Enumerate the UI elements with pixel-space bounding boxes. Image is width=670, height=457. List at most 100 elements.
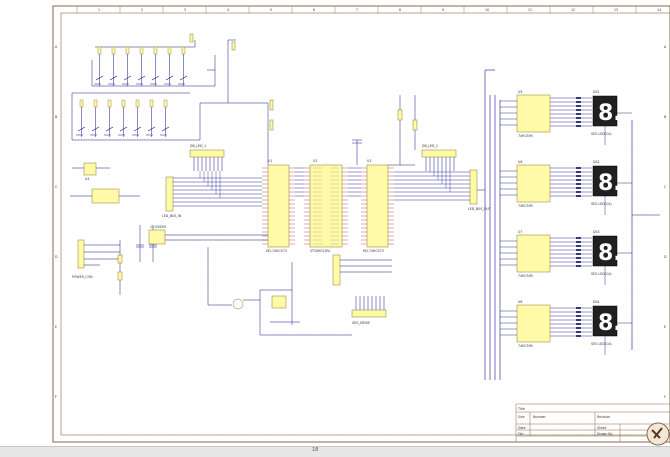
crystal: 11.0592M [148,225,268,245]
transistor-buzzer [207,247,352,336]
switch-contact [109,75,118,81]
pullup-resistor [97,46,102,55]
ruler-letter: F [55,395,57,399]
small-ic-label: U4 [85,177,89,181]
status-bar: 18 [0,446,670,457]
ruler-number: 7 [356,8,358,12]
series-resistor [576,117,581,119]
series-resistor [576,187,581,189]
switch-contact [165,75,174,81]
display-name: SEG LED(CA) [591,202,612,206]
series-resistor [576,257,581,259]
ic-right: U3 HD-74HC573 [363,159,389,253]
driver-ic [516,94,551,133]
ic-left: U1 HD-74HC573 [266,159,290,253]
series-resistor [576,265,581,267]
pullup-resistor [149,99,154,108]
seven-seg-digit: 8. [598,311,622,336]
ruler-number: 14 [657,8,661,12]
series-resistor [576,191,581,193]
header-bottom: SEG_DRIVE [351,296,387,325]
pullup-resistor [107,99,112,108]
crystal-label: 11.0592M [150,225,166,229]
driver-ic [516,164,551,203]
seven-seg-display [592,305,618,337]
corner-logo-icon [646,422,670,446]
header-top-right: DB_LED_2 [421,144,457,171]
ruler-letter: C [664,185,667,189]
mcu-name: STC89C52RC [310,249,331,253]
ruler-number: 2 [141,8,143,12]
ruler-number: 1 [98,8,100,12]
series-resistor [576,307,581,309]
mcu-ref: U2 [313,159,317,163]
ic-left-name: HD-74HC573 [266,249,287,253]
pullup-resistor [125,46,130,55]
header-mid-right-label: LED_BUS_OUT [468,207,491,211]
series-resistor [576,241,581,243]
series-resistor [576,195,581,197]
header-top-right-label: DB_LED_2 [422,144,438,148]
switch-contact [95,75,104,81]
ruler-number: 6 [313,8,315,12]
ruler-number: 9 [442,8,444,12]
switch-contact [137,75,146,81]
driver-ref: U7 [518,230,522,234]
display-ref: DS4 [593,300,600,304]
series-resistor [576,113,581,115]
header-mid-left-label: LED_BUS_IN [162,214,182,218]
ruler-letter: E [55,325,57,329]
upper-mid-parts [352,95,418,166]
switch-contact [161,126,170,132]
ruler-letter: B [664,115,666,119]
ic-left-ref: U1 [268,159,272,163]
series-resistor [576,261,581,263]
seven-seg-digit: 8. [598,101,622,126]
title-block [515,403,670,443]
display-ref: DS2 [593,160,600,164]
ruler-number: 5 [270,8,272,12]
seven-seg-display [592,165,618,197]
series-resistor [576,179,581,181]
switch-contact [147,126,156,132]
pullup-resistor [167,46,172,55]
display-name: SEG LED(CA) [591,272,612,276]
switch-contact [151,75,160,81]
series-resistor [576,101,581,103]
driver-ic [516,304,551,343]
ruler-letter: D [55,255,58,259]
switch-contact [105,126,114,132]
title-block-file-label: File [518,432,523,436]
switch-matrix-top [91,39,236,103]
series-resistor [576,171,581,173]
title-block-title-label: Title [517,407,525,411]
display-name: SEG LED(CA) [591,132,612,136]
ic-right-name: HD-74HC573 [363,249,384,253]
pullup-resistor [135,99,140,108]
driver-name: 74HC595 [518,134,533,138]
title-block-size-label: Size [518,415,525,419]
switch-row-2 [76,99,170,137]
ruler-number: 3 [184,8,186,12]
title-block-sheet-label: Sheet [597,426,607,430]
sheet-inner-border [60,12,670,436]
header-top-left: DB_LED_1 [189,144,225,171]
ruler-number: 8 [399,8,401,12]
ruler-letter: A [55,45,58,49]
pullup-resistor [153,46,158,55]
small-ic-isp: U4 [72,162,110,181]
display-ref: DS3 [593,230,600,234]
series-resistor [576,175,581,177]
bus-wires [173,167,485,207]
series-resistor [576,331,581,333]
pullup-resistor [139,46,144,55]
ruler-letter: E [664,325,666,329]
series-resistor [576,125,581,127]
title-block-date-label: Date [518,426,526,430]
series-resistor [576,323,581,325]
ruler-number: 12 [571,8,575,12]
ruler-letter: A [664,45,667,49]
series-resistor [576,245,581,247]
